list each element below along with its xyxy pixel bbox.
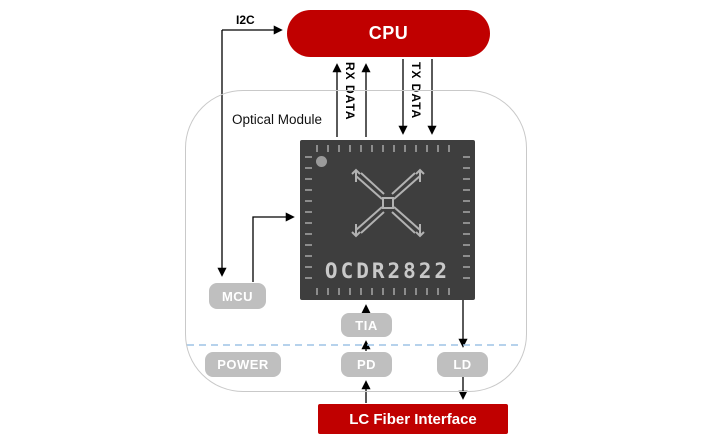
tia-label: TIA <box>355 317 378 333</box>
rx-data-label: RX DATA <box>343 62 357 121</box>
lc-fiber-interface-block: LC Fiber Interface <box>318 404 508 434</box>
pd-label: PD <box>356 357 377 372</box>
chip-logo-icon <box>350 168 425 238</box>
i2c-label: I2C <box>236 13 255 27</box>
ld-label: LD <box>453 357 472 372</box>
power-label: POWER <box>217 357 269 372</box>
cpu-block: CPU <box>287 10 490 57</box>
pd-block: PD <box>341 352 392 377</box>
mcu-label: MCU <box>221 288 254 304</box>
ld-block: LD <box>437 352 488 377</box>
chip-pins-right <box>463 156 470 284</box>
optical-module-label: Optical Module <box>232 112 323 127</box>
ocdr2822-chip: OCDR2822 <box>300 140 475 300</box>
chip-pins-top <box>316 145 459 152</box>
chip-pins-left <box>305 156 312 284</box>
chip-pins-bottom <box>316 288 459 295</box>
chip-part-number: OCDR2822 <box>324 259 451 283</box>
optical-module-outline <box>185 90 527 392</box>
power-block: POWER <box>205 352 281 377</box>
tia-block: TIA <box>341 313 392 337</box>
cpu-label: CPU <box>368 23 409 43</box>
lc-fiber-interface-label: LC Fiber Interface <box>349 410 477 428</box>
chip-pin1-dot-icon <box>316 156 327 167</box>
mcu-block: MCU <box>209 283 266 309</box>
